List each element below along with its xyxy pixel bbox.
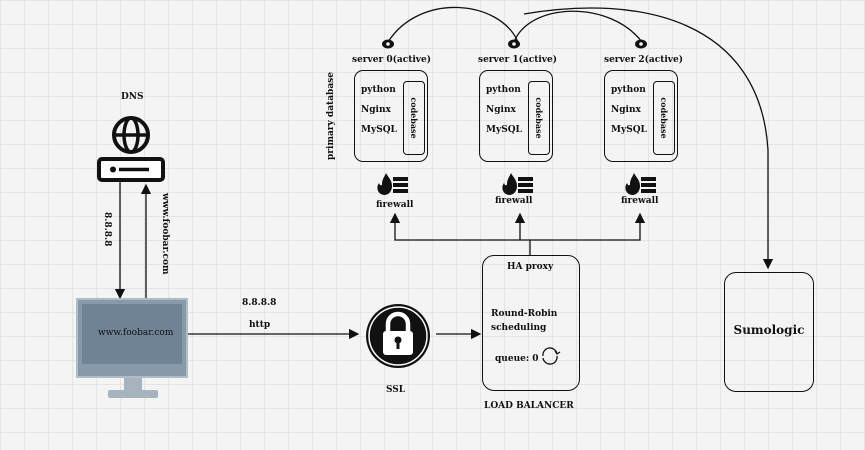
- firewall-icon: [625, 173, 656, 195]
- sumologic-box: Sumologic: [724, 272, 814, 392]
- computer-screen: [82, 304, 182, 364]
- server-0-python: python: [361, 85, 396, 95]
- monitor-to-sumologic-arrow: [523, 7, 774, 270]
- server-1-title: server 1(active): [478, 55, 557, 65]
- computer-monitor: www.foobar.com: [76, 298, 188, 378]
- server-1-python: python: [486, 85, 521, 95]
- ip-label: 8.8.8.8: [242, 298, 277, 308]
- monitor-curve-0: [387, 6, 519, 43]
- monitor-base: [108, 390, 158, 398]
- server-2-firewall-label: firewall: [621, 196, 659, 206]
- server-0-mysql: MySQL: [361, 125, 397, 135]
- lb-title: HA proxy: [507, 262, 554, 272]
- server-0-title: server 0(active): [352, 55, 431, 65]
- lb-to-firewall-2-arrow: [530, 212, 646, 241]
- load-balancer-box: HA proxy Round-Robin scheduling queue: 0: [482, 255, 580, 391]
- server-2-mysql: MySQL: [611, 125, 647, 135]
- lock-icon: [366, 304, 430, 368]
- server-0-nginx: Nginx: [361, 105, 391, 115]
- server-2-title: server 2(active): [604, 55, 683, 65]
- server-1-nginx: Nginx: [486, 105, 516, 115]
- eye-icon: [635, 39, 647, 49]
- monitor-neck: [124, 378, 142, 390]
- screen-url-text: www.foobar.com: [98, 328, 174, 338]
- firewall-icon: [377, 173, 408, 195]
- server-1-mysql: MySQL: [486, 125, 522, 135]
- lb-queue-label: queue: 0: [495, 354, 539, 364]
- dns-query-label: www.foobar.com: [160, 193, 170, 275]
- server-2-nginx: Nginx: [611, 105, 641, 115]
- server-2-python: python: [611, 85, 646, 95]
- server-2-box: python Nginx MySQL codebase: [604, 70, 678, 162]
- monitor-curve-1: [513, 10, 643, 43]
- queue-cycle-icon: [542, 347, 561, 365]
- ssl-label: SSL: [386, 385, 406, 395]
- primary-database-label: primary database: [326, 72, 336, 160]
- lb-algorithm: Round-Robin scheduling: [491, 309, 558, 333]
- server-0-firewall-label: firewall: [376, 200, 414, 210]
- server-1-box: python Nginx MySQL codebase: [479, 70, 553, 162]
- sumologic-label: Sumologic: [733, 323, 805, 337]
- eye-icon: [382, 39, 394, 49]
- server-0-box: python Nginx MySQL codebase: [354, 70, 428, 162]
- dns-label: DNS: [121, 92, 144, 102]
- dns-server-icon: [97, 157, 165, 182]
- dns-response-label: 8.8.8.8: [102, 212, 112, 247]
- firewall-icon: [502, 173, 533, 195]
- server-0-codebase: codebase: [403, 81, 425, 155]
- protocol-label: http: [249, 320, 271, 330]
- globe-icon: [112, 116, 150, 154]
- eye-icon: [508, 39, 520, 49]
- lb-to-firewall-0-arrow: [389, 212, 531, 255]
- server-2-codebase: codebase: [653, 81, 675, 155]
- server-1-firewall-label: firewall: [495, 196, 533, 206]
- server-1-codebase: codebase: [528, 81, 550, 155]
- lb-caption: LOAD BALANCER: [484, 401, 574, 411]
